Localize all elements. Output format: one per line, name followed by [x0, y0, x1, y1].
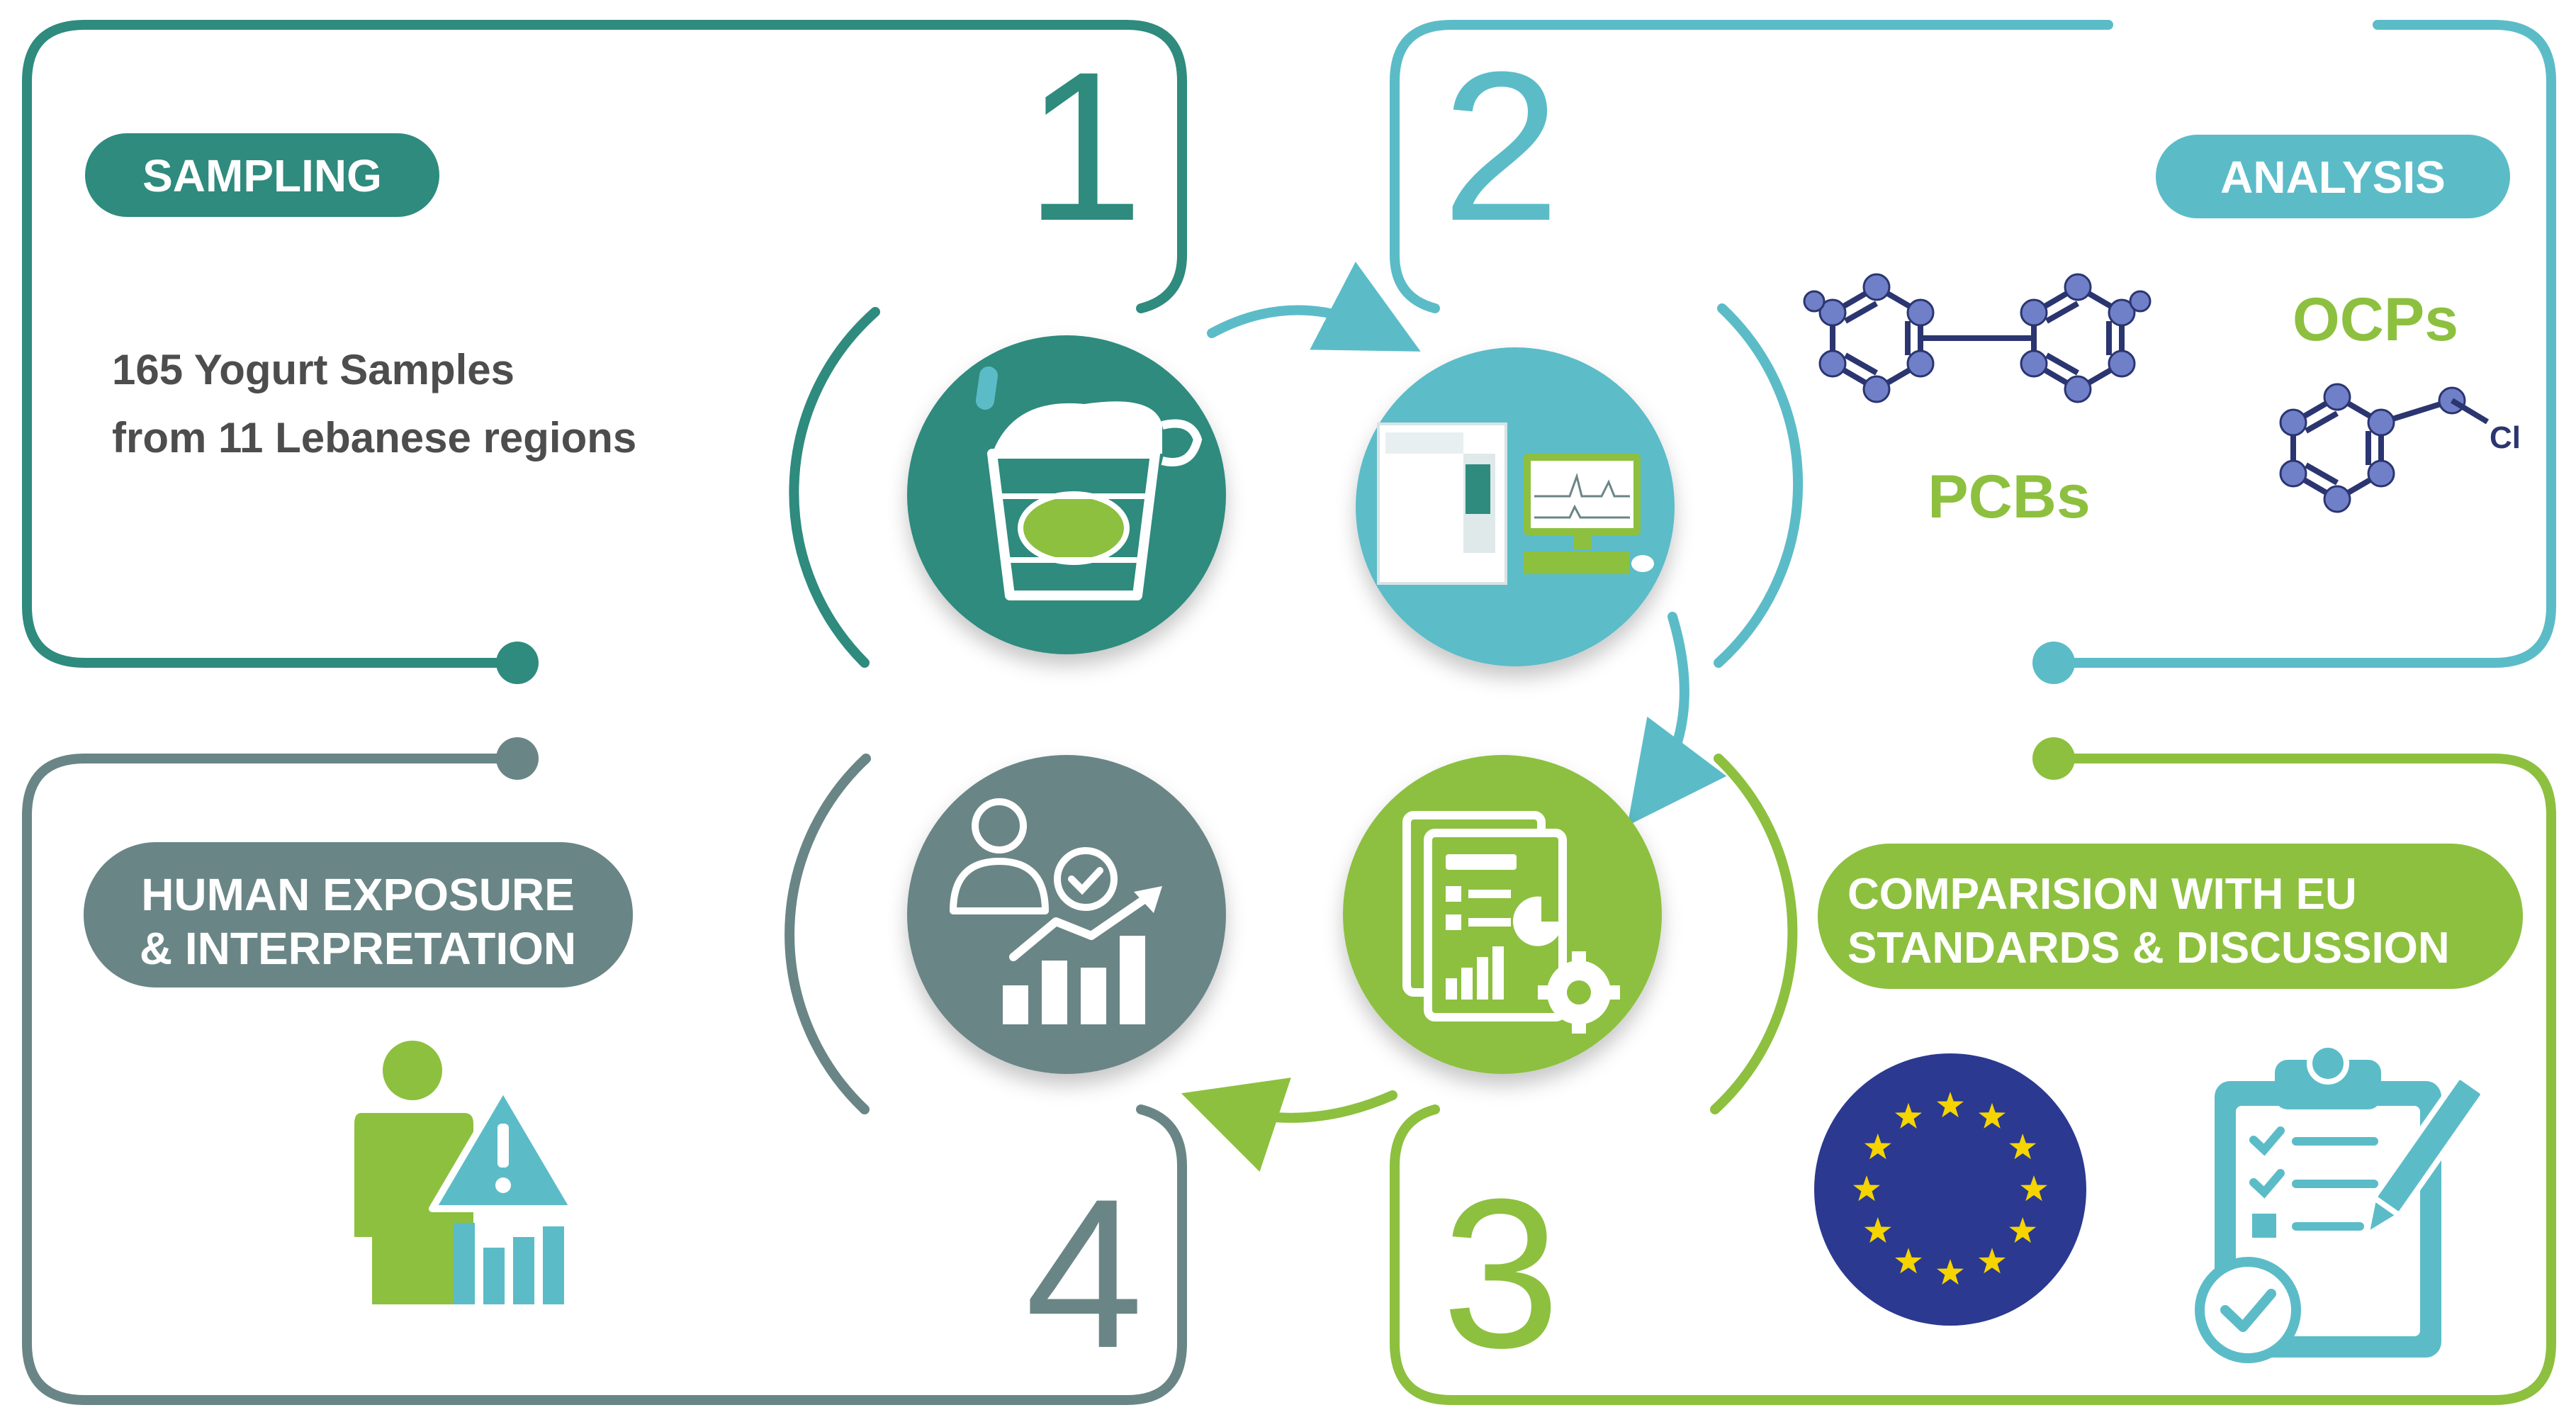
eu-star-icon	[2009, 1217, 2037, 1243]
eu-star-icon	[1864, 1134, 1891, 1160]
eu-star-icon	[1937, 1092, 1964, 1118]
comparison-label-line2: STANDARDS & DISCUSSION	[1847, 924, 2450, 973]
eu-star-icon	[2009, 1134, 2037, 1160]
step-number-4: 4	[1025, 1154, 1144, 1392]
gc-instrument-icon	[1356, 347, 1675, 666]
flow-arrow-1-to-2	[1207, 262, 1421, 352]
eu-star-icon	[2020, 1175, 2047, 1202]
eu-star-icon	[1895, 1102, 1922, 1129]
eu-star-icon	[1864, 1217, 1891, 1243]
step-number-2: 2	[1442, 27, 1560, 265]
step-number-1: 1	[1025, 27, 1144, 265]
eu-flag-icon	[1814, 1053, 2086, 1326]
comparison-label-line1: COMPARISION WITH EU	[1847, 870, 2357, 919]
panel-human-exposure: HUMAN EXPOSURE & INTERPRETATION 4	[22, 737, 1187, 1405]
pcbs-label: PCBs	[1928, 463, 2090, 531]
connector-dot	[2032, 737, 2075, 780]
panel-comparison: COMPARISION WITH EU STANDARDS & DISCUSSI…	[1390, 737, 2556, 1405]
flow-arrow-3-to-4	[1181, 1078, 1397, 1172]
step-number-3: 3	[1442, 1154, 1560, 1392]
connector-dot	[2032, 642, 2075, 684]
person-growth-chart-icon	[907, 755, 1226, 1074]
ocps-label: OCPs	[2293, 286, 2458, 354]
central-cycle	[784, 262, 1804, 1172]
eu-star-icon	[1937, 1259, 1964, 1285]
pcb-molecule-icon	[1812, 284, 2142, 393]
exposure-label-line1: HUMAN EXPOSURE	[141, 869, 575, 920]
yogurt-cup-icon	[907, 335, 1226, 654]
sampling-desc-line2: from 11 Lebanese regions	[112, 414, 636, 461]
connector-dot	[496, 642, 539, 684]
exposure-label-line2: & INTERPRETATION	[140, 923, 576, 974]
clipboard-checklist-icon	[2195, 1042, 2486, 1363]
pcb-atoms	[1803, 273, 2152, 403]
analysis-label: ANALYSIS	[2220, 152, 2446, 203]
connector-dot	[496, 737, 539, 780]
panel-sampling: SAMPLING 1 165 Yogurt Samples from 11 Le…	[22, 20, 1187, 684]
eu-star-icon	[1853, 1175, 1880, 1202]
eu-star-icon	[1895, 1248, 1922, 1274]
eu-star-icon	[1979, 1248, 2006, 1274]
report-gear-icon	[1343, 755, 1662, 1074]
chlorine-label: Cl	[2490, 420, 2521, 455]
eu-star-icon	[1979, 1102, 2006, 1129]
ocp-atoms	[2279, 383, 2466, 513]
sampling-label: SAMPLING	[142, 150, 382, 201]
sampling-desc-line1: 165 Yogurt Samples	[112, 346, 514, 393]
flow-arrow-2-to-3	[1627, 612, 1727, 826]
human-risk-icon	[354, 1041, 578, 1304]
